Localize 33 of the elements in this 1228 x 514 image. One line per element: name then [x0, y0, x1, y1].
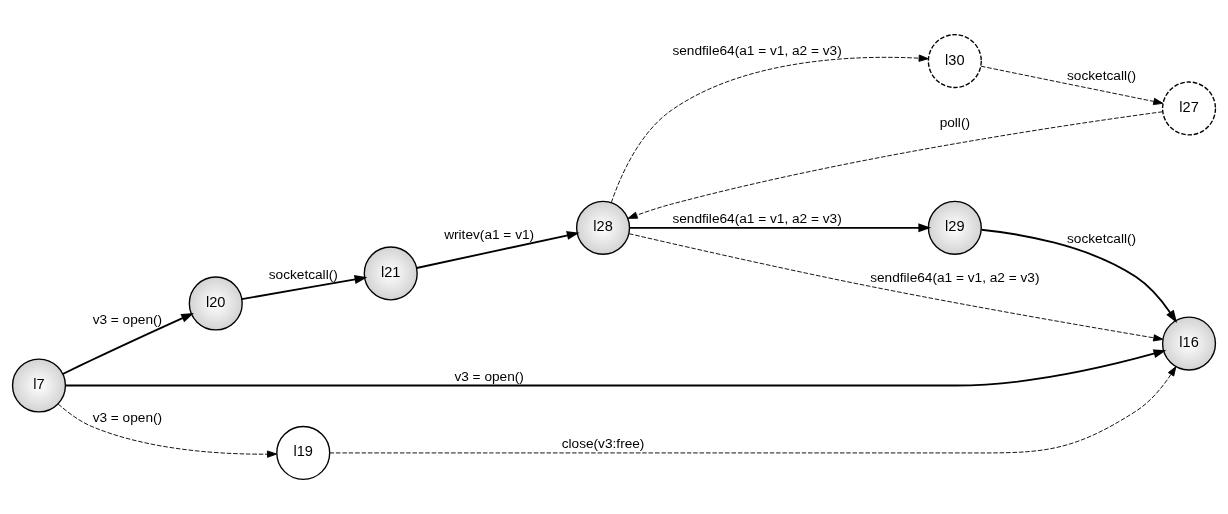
arrow [628, 223, 932, 233]
arrow [980, 65, 1164, 106]
arrow [240, 275, 368, 300]
edge-label: sendfile64(a1 = v1, a2 = v3) [672, 42, 842, 58]
arrow [329, 366, 1177, 454]
node-circle: l20 [188, 276, 243, 331]
arrow [61, 312, 194, 375]
edge-label: close(v3:free) [561, 436, 645, 452]
node-circle: l7 [11, 358, 67, 413]
edge-label: sendfile64(a1 = v1, a2 = v3) [870, 269, 1040, 285]
edge-label: writev(a1 = v1) [444, 226, 535, 242]
node-circle: l30 [927, 33, 982, 89]
edge-label: socketcall() [268, 266, 338, 282]
arrow [64, 349, 1167, 387]
node-circle: l21 [363, 246, 418, 301]
node-circle: l28 [575, 200, 631, 255]
edge-label: socketcall() [1067, 231, 1137, 247]
edge-label: socketcall() [1067, 68, 1137, 84]
arrow [628, 233, 1164, 342]
arrow [57, 403, 278, 458]
node-circle: l29 [927, 200, 982, 255]
node-circle: l27 [1161, 81, 1217, 136]
edge-label: poll() [939, 114, 970, 130]
edge-label: v3 = open() [454, 368, 524, 384]
edge-label: sendfile64(a1 = v1, a2 = v3) [672, 211, 842, 227]
arrow [980, 228, 1178, 323]
arrow [627, 111, 1163, 219]
edge-label: v3 = open() [92, 409, 163, 425]
arrow [415, 231, 580, 269]
arrow [610, 54, 929, 203]
node-circle: l16 [1161, 316, 1217, 371]
edge-label: v3 = open() [92, 311, 163, 327]
node-circle: l19 [276, 425, 331, 481]
